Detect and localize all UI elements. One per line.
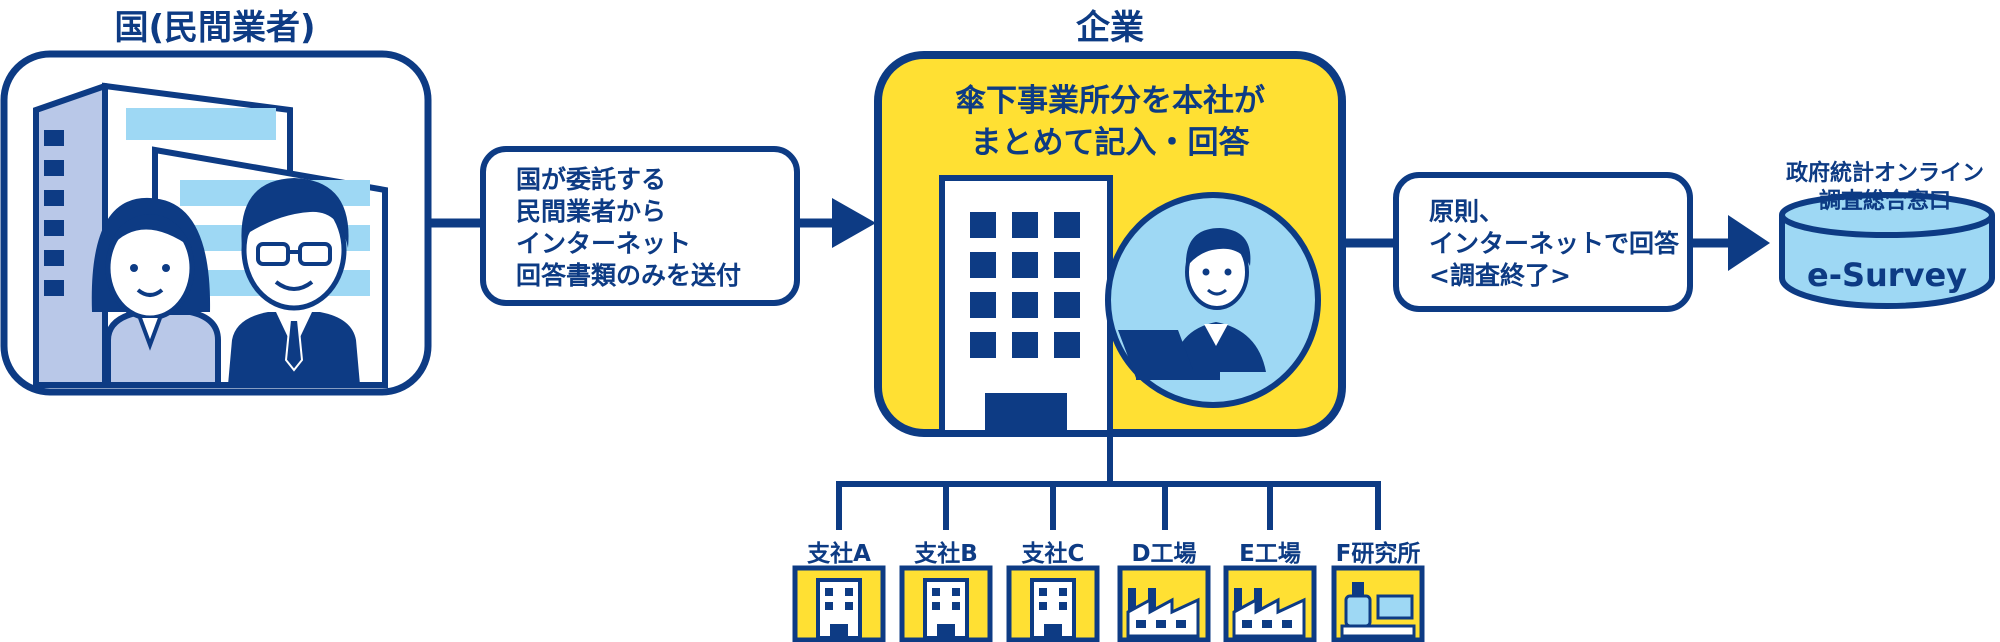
esurvey-heading-line: 政府統計オンライン	[1785, 161, 1984, 186]
branch-label: 支社C	[1021, 541, 1085, 567]
enterprise-description: 傘下事業所分を本社が まとめて記入・回答	[900, 80, 1320, 164]
branch-icon-e	[1223, 565, 1317, 642]
branch-label: 支社A	[807, 541, 871, 567]
branch-icon-f	[1331, 565, 1425, 642]
branch-icon-d	[1117, 565, 1211, 642]
branch-label: E工場	[1239, 541, 1301, 567]
left-message-line: 国が委託する	[516, 165, 667, 194]
left-message-line: 回答書類のみを送付	[516, 261, 742, 290]
branch-label: F研究所	[1335, 541, 1421, 567]
right-message-line: インターネットで回答	[1429, 229, 1680, 258]
government-panel	[0, 50, 432, 396]
enterprise-panel	[874, 51, 1346, 437]
esurvey-heading-line: 調査総合窓口	[1818, 189, 1951, 214]
branch-icon-c	[1006, 565, 1100, 642]
branch-label: D工場	[1131, 541, 1197, 567]
man-illustration	[228, 178, 360, 385]
enterprise-title: 企業	[1076, 8, 1144, 48]
left-message-line: インターネット	[516, 229, 692, 258]
esurvey-label: e-Survey	[1807, 256, 1967, 294]
enterprise-description-line: 傘下事業所分を本社が	[955, 83, 1265, 119]
branch-connector-tree	[836, 433, 1381, 530]
right-message-box: 原則、 インターネットで回答 <調査終了>	[1393, 172, 1693, 312]
right-message-line: 原則、	[1429, 197, 1505, 226]
branch-icon-a	[792, 565, 886, 642]
esurvey-heading: 政府統計オンライン 調査総合窓口	[1770, 160, 2000, 216]
enterprise-description-line: まとめて記入・回答	[970, 125, 1250, 161]
headquarters-building-icon	[939, 175, 1113, 436]
right-message-line: <調査終了>	[1429, 261, 1571, 290]
branch-icon-b	[899, 565, 993, 642]
esurvey-database-icon	[1779, 192, 1995, 309]
woman-illustration	[91, 197, 221, 388]
branch-label: 支社B	[914, 541, 978, 567]
left-message-line: 民間業者から	[516, 197, 667, 226]
left-message-box: 国が委託する 民間業者から インターネット 回答書類のみを送付	[480, 146, 800, 306]
government-title: 国(民間業者)	[114, 8, 316, 48]
worker-at-laptop-illustration	[1105, 192, 1321, 408]
